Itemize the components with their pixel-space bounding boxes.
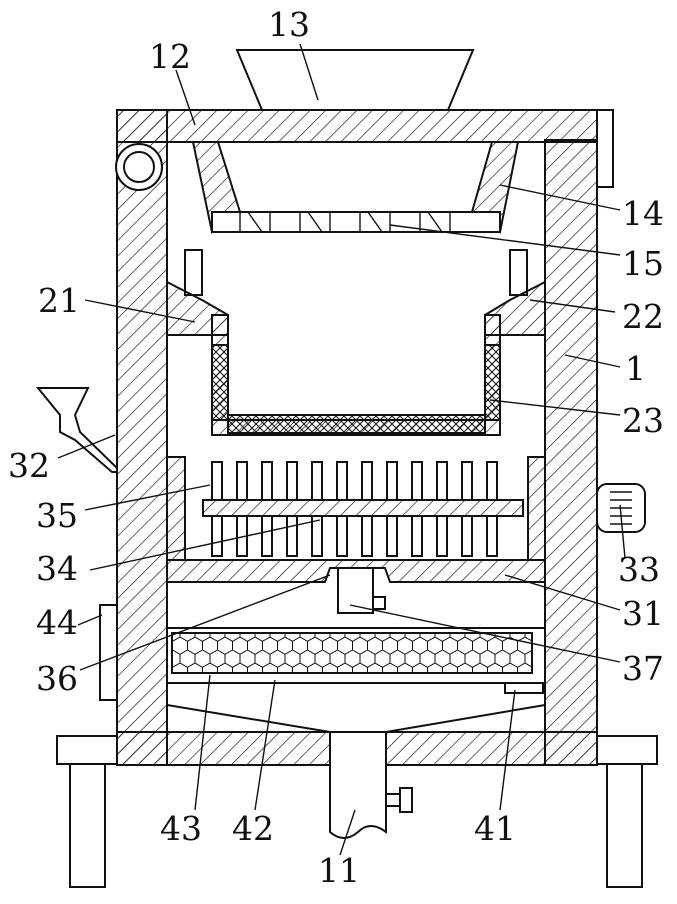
label-34: 34: [36, 549, 78, 588]
label-21: 21: [38, 281, 80, 320]
label-43: 43: [160, 809, 202, 848]
feed-hopper: [235, 49, 475, 111]
label-31: 31: [622, 594, 664, 633]
label-41: 41: [474, 809, 516, 848]
filter-tray: [166, 627, 546, 694]
side-inlet: [35, 387, 118, 473]
label-15: 15: [622, 244, 664, 283]
label-33: 33: [618, 550, 660, 589]
label-32: 32: [8, 446, 50, 485]
crushing-chamber: [166, 456, 546, 583]
outlet-pipe: [329, 731, 413, 839]
side-motor: [596, 483, 646, 533]
reference-labels: 13 12 14 15 21 22 1 23 32 35 34 33 31 44…: [8, 5, 664, 890]
label-23: 23: [622, 401, 664, 440]
pulley-wheel: [115, 143, 163, 191]
label-35: 35: [36, 496, 78, 535]
label-44: 44: [36, 603, 78, 642]
side-door: [99, 604, 118, 701]
label-12: 12: [149, 37, 191, 76]
label-37: 37: [622, 649, 664, 688]
motor-block: [337, 567, 386, 614]
label-11: 11: [318, 851, 360, 890]
label-42: 42: [232, 809, 274, 848]
label-1: 1: [625, 349, 646, 388]
label-22: 22: [622, 297, 664, 336]
perforated-plate: [211, 211, 501, 233]
sieve-basket: [211, 314, 501, 436]
label-36: 36: [36, 659, 78, 698]
base-frame: [56, 735, 658, 888]
leader-lines: [57, 43, 626, 856]
label-14: 14: [622, 194, 664, 233]
label-13: 13: [268, 5, 310, 44]
crushing-blades: [202, 461, 524, 557]
